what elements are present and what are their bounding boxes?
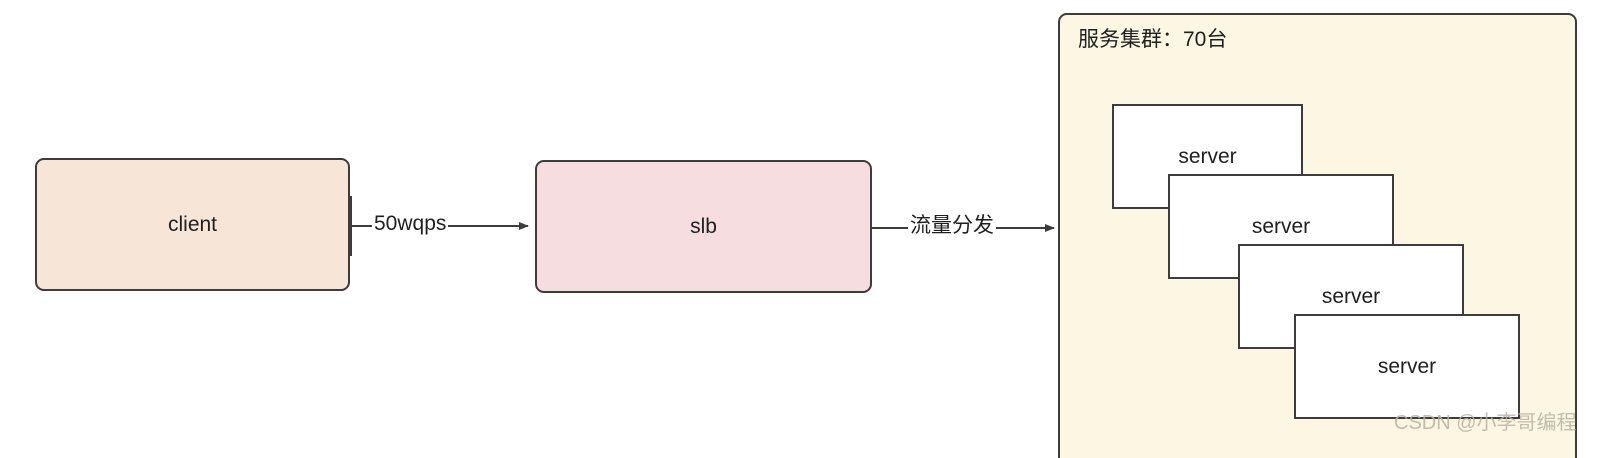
node-server-label: server (1377, 354, 1437, 378)
edge-slb-to-cluster-label: 流量分发 (908, 214, 996, 237)
node-client-label: client (167, 213, 218, 236)
node-client[interactable]: client (35, 158, 350, 291)
node-slb[interactable]: slb (535, 160, 872, 293)
watermark: CSDN @小李哥编程 (1394, 412, 1577, 434)
node-server-label: server (1321, 284, 1381, 308)
edge-client-to-slb-label: 50wqps (372, 212, 449, 235)
cluster-title: 服务集群：70台 (1078, 28, 1228, 51)
node-server-label: server (1251, 214, 1311, 238)
node-server-label: server (1178, 144, 1237, 168)
node-slb-label: slb (690, 215, 717, 238)
node-server[interactable]: server (1294, 314, 1520, 419)
